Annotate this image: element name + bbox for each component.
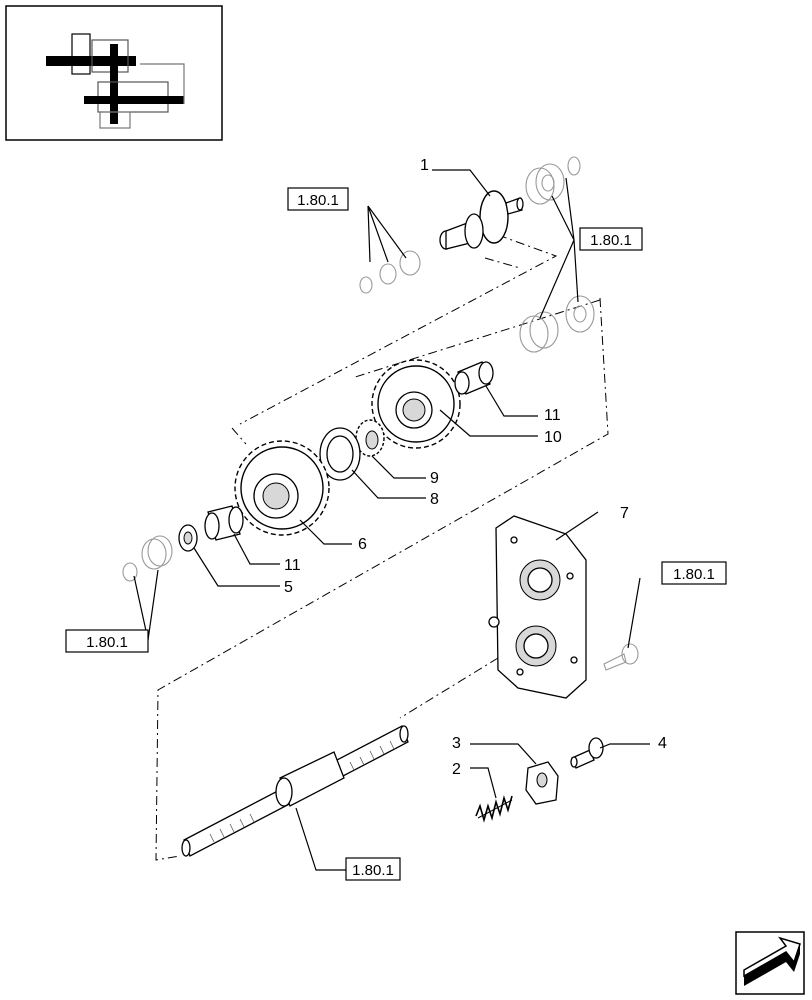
reference-label: 1.80.1 [673,566,715,583]
part-10-large-gear [371,359,461,449]
callout-3: 3 [452,735,461,752]
reference-label: 1.80.1 [590,232,632,249]
assembly-thumbnail[interactable] [5,5,223,141]
callout-4: 4 [658,735,667,752]
reference-box-a[interactable]: 1.80.1 [287,187,349,211]
callout-6: 6 [358,536,367,553]
output-shaft [181,725,409,857]
callout-7: 7 [620,505,629,522]
callout-2: 2 [452,761,461,778]
next-page-arrow-icon [743,936,801,986]
thumbnail-drawing [46,33,185,129]
assembly-centerlines [155,234,609,861]
reference-label: 1.80.1 [297,192,339,209]
callout-5: 5 [284,579,293,596]
part-4-bolt [570,737,604,769]
part-11-bushing-lower [204,505,244,541]
part-2-spring [475,795,513,823]
callout-8: 8 [430,491,439,508]
reference-box-d[interactable]: 1.80.1 [661,561,727,585]
ghost-bearings-lower-left [122,535,173,582]
ghost-bolt-right [603,643,639,671]
part-5-washer [178,524,198,552]
part-7-cover-plate [488,515,587,699]
reference-box-e[interactable]: 1.80.1 [345,857,401,881]
part-6-main-gear [234,440,330,536]
reference-label: 1.80.1 [86,634,128,651]
reference-box-b[interactable]: 1.80.1 [579,227,643,251]
callout-9: 9 [430,470,439,487]
next-page-button[interactable] [735,931,805,995]
part-1-pinion-shaft [439,190,524,250]
callout-1: 1 [420,157,429,174]
reference-box-c[interactable]: 1.80.1 [65,629,149,653]
ghost-bearings-top [359,156,581,294]
part-3-washer-plate [525,761,559,805]
callout-10: 10 [544,429,562,446]
part-8-coupling-sleeve [319,427,361,481]
part-11-bushing-upper [454,361,494,395]
callout-numbers: 1 2 3 4 5 6 7 8 9 10 11 11 [284,157,667,778]
callout-11-lower: 11 [284,557,301,574]
leader-lines [133,169,650,871]
reference-label: 1.80.1 [352,862,394,879]
callout-11-upper: 11 [544,407,561,424]
ghost-bearings-middle [519,295,595,353]
